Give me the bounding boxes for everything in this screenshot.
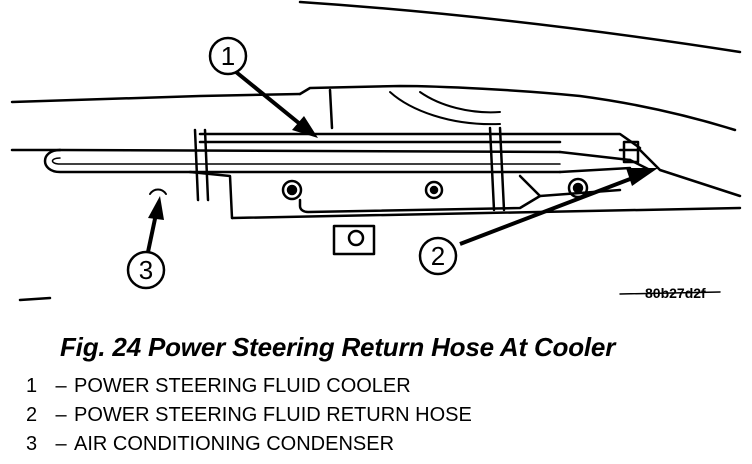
image-code: 80b27d2f	[645, 285, 706, 301]
legend-item-number: 1	[26, 375, 38, 397]
legend-item: 2–POWER STEERING FLUID RETURN HOSE	[26, 401, 472, 430]
legend-item-number: 3	[26, 433, 38, 455]
figure-caption: Fig. 24 Power Steering Return Hose At Co…	[60, 332, 616, 362]
legend-item: 3–AIR CONDITIONING CONDENSER	[26, 430, 472, 459]
legend-item-text: POWER STEERING FLUID COOLER	[74, 375, 411, 397]
callout-3-label: 3	[139, 255, 153, 285]
legend-list: 1–POWER STEERING FLUID COOLER 2–POWER ST…	[26, 372, 472, 459]
line-drawing-illustration: 1 2 3	[10, 0, 742, 302]
legend-item-dash: –	[55, 433, 67, 455]
callout-1-label: 1	[221, 41, 235, 71]
legend-item-text: POWER STEERING FLUID RETURN HOSE	[74, 404, 472, 426]
legend-item-dash: –	[55, 404, 67, 426]
callout-2: 2	[418, 236, 458, 276]
legend-item-text: AIR CONDITIONING CONDENSER	[74, 433, 395, 455]
legend-item-number: 2	[26, 404, 38, 426]
callout-2-label: 2	[431, 241, 445, 271]
callout-1: 1	[208, 36, 248, 76]
callout-3: 3	[126, 250, 166, 290]
legend-item: 1–POWER STEERING FLUID COOLER	[26, 372, 472, 401]
legend-item-dash: –	[55, 375, 67, 397]
